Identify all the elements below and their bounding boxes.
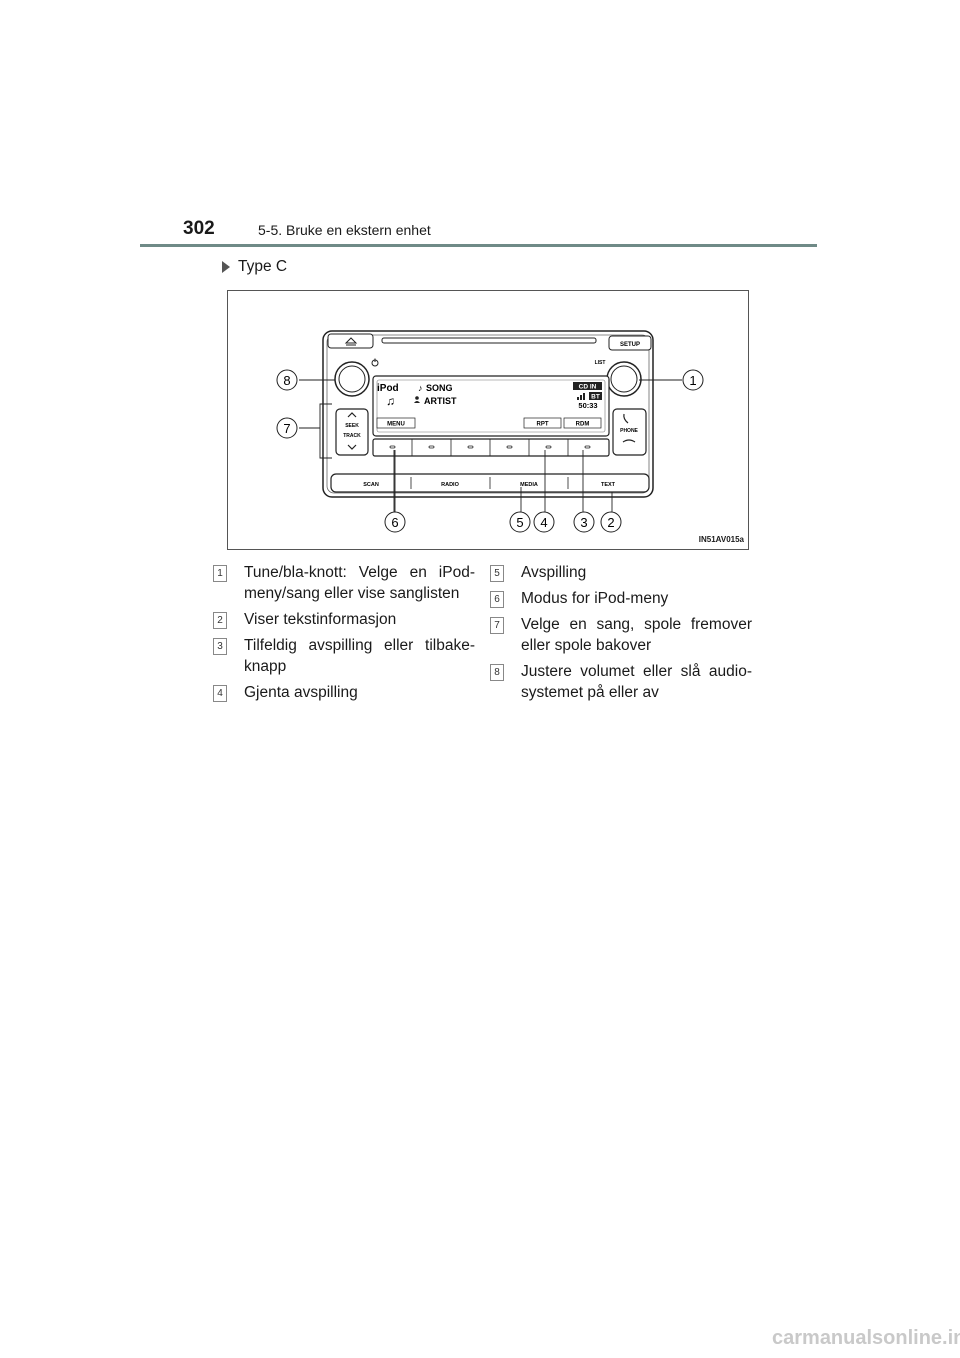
legend-item: 4 Gjenta avspilling — [213, 682, 475, 703]
cd-slot — [381, 337, 597, 344]
setup-label: SETUP — [620, 342, 640, 348]
subheading: Type C — [222, 258, 287, 276]
callout-2: 2 — [607, 515, 614, 530]
music-icon: ♫ — [386, 394, 395, 408]
triangle-bullet-icon — [222, 261, 230, 273]
display-time: 50:33 — [578, 401, 597, 410]
legend-number: 6 — [490, 591, 504, 608]
legend-item: 1 Tune/bla-knott: Velge en iPod-meny/san… — [213, 562, 475, 604]
legend-item: 2 Viser tekstinformasjon — [213, 609, 475, 630]
note-icon: ♪ — [418, 383, 423, 393]
callout-circles — [276, 369, 704, 533]
preset-row — [372, 438, 610, 457]
legend-number: 3 — [213, 638, 227, 655]
display-song: SONG — [426, 383, 453, 393]
legend-item: 7 Velge en sang, spole fremover eller sp… — [490, 614, 752, 656]
page-number: 302 — [183, 218, 215, 239]
preset-indicators — [389, 445, 591, 449]
track-label: TRACK — [343, 433, 361, 439]
callout-7: 7 — [283, 421, 290, 436]
artist-icon — [415, 396, 419, 400]
rdm-label-box — [563, 417, 602, 429]
callout-4: 4 — [540, 515, 547, 530]
legend-text: Justere volumet eller slå audio-systemet… — [521, 663, 752, 701]
chevron-up-icon — [347, 412, 357, 418]
legend-text: Viser tekstinformasjon — [244, 611, 397, 628]
legend-right: 5 Avspilling 6 Modus for iPod-meny 7 Vel… — [490, 562, 752, 708]
rpt-label-box — [523, 417, 562, 429]
phone-button[interactable] — [612, 408, 647, 456]
section-title: 5-5. Bruke en ekstern enhet — [258, 222, 431, 238]
legend-number: 4 — [213, 685, 227, 702]
eject-button[interactable] — [327, 333, 374, 349]
display-artist: ARTIST — [424, 396, 457, 406]
cd-in-indicator: CD IN — [579, 384, 597, 391]
callout-8: 8 — [283, 373, 290, 388]
volume-knob[interactable] — [334, 361, 370, 397]
chevron-down-icon — [347, 444, 357, 450]
legend-item: 5 Avspilling — [490, 562, 752, 583]
callout-1: 1 — [689, 373, 696, 388]
setup-button[interactable] — [608, 335, 652, 351]
list-label: LIST — [595, 360, 606, 366]
phone-pickup-icon — [623, 413, 629, 424]
callout-6: 6 — [391, 515, 398, 530]
media-button[interactable]: MEDIA — [520, 482, 538, 488]
legend-item: 8 Justere volumet eller slå audio-system… — [490, 661, 752, 703]
tune-knob[interactable] — [606, 361, 642, 397]
watermark: carmanualsonline.info — [772, 1327, 960, 1349]
audio-unit-drawing: SETUP LIST iPod ♪ SONG ♫ ARTIST CD IN BT… — [276, 330, 704, 533]
eject-icon — [344, 337, 358, 346]
text-button[interactable]: TEXT — [601, 482, 616, 488]
scan-button[interactable]: SCAN — [363, 482, 379, 488]
legend-left: 1 Tune/bla-knott: Velge en iPod-meny/san… — [213, 562, 475, 708]
audio-unit-figure: SETUP LIST iPod ♪ SONG ♫ ARTIST CD IN BT… — [227, 290, 749, 550]
legend-text: Avspilling — [521, 564, 587, 581]
legend-number: 8 — [490, 664, 504, 681]
legend-number: 2 — [213, 612, 227, 629]
legend-text: Gjenta avspilling — [244, 684, 358, 701]
bt-indicator: BT — [591, 394, 600, 401]
legend-text: Tilfeldig avspilling eller tilbake-knapp — [244, 637, 475, 675]
leader-lines — [299, 379, 682, 513]
legend-item: 6 Modus for iPod-meny — [490, 588, 752, 609]
header-rule — [140, 244, 817, 247]
legend-text: Velge en sang, spole fremover eller spol… — [521, 616, 752, 654]
radio-button[interactable]: RADIO — [441, 482, 459, 488]
rdm-label: RDM — [576, 422, 590, 428]
figure-code: IN51AV015a — [698, 535, 744, 544]
legend-number: 7 — [490, 617, 504, 634]
legend-number: 1 — [213, 565, 227, 582]
menu-label: MENU — [387, 422, 405, 428]
callout-numbers: 8 1 7 6 5 4 3 2 — [283, 373, 696, 530]
phone-label: PHONE — [620, 428, 638, 434]
seek-track-button[interactable] — [335, 408, 369, 456]
legend-number: 5 — [490, 565, 504, 582]
seek-label: SEEK — [345, 423, 359, 429]
callout-3: 3 — [580, 515, 587, 530]
legend-text: Tune/bla-knott: Velge en iPod-meny/sang … — [244, 564, 475, 602]
legend-item: 3 Tilfeldig avspilling eller tilbake-kna… — [213, 635, 475, 677]
legend-text: Modus for iPod-meny — [521, 590, 669, 607]
phone-hangup-icon — [622, 439, 636, 443]
display-source: iPod — [377, 383, 399, 394]
menu-label-box — [376, 417, 416, 429]
subheading-text: Type C — [238, 258, 288, 275]
signal-icon — [577, 397, 579, 400]
callout-5: 5 — [516, 515, 523, 530]
rpt-label: RPT — [537, 422, 549, 428]
preset-dividers — [411, 439, 569, 456]
